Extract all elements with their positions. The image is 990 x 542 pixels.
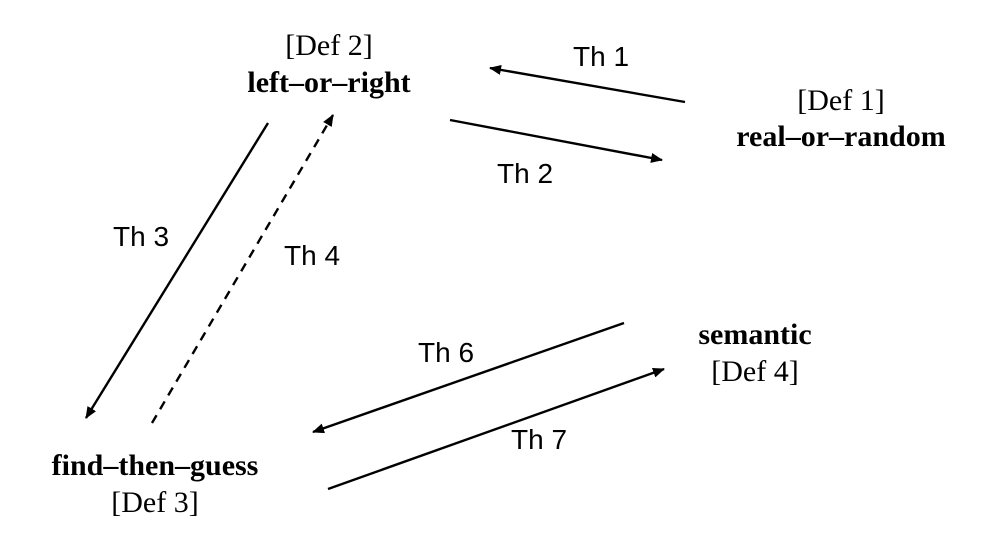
node-semantic: semantic [Def 4] [698,318,811,388]
edge-label-th3: Th 3 [113,221,169,252]
edge-th7: Th 7 [327,367,665,491]
node-name-label: find–then–guess [52,449,259,482]
edge-th1: Th 1 [489,41,686,104]
node-def-label: [Def 1] [797,84,884,117]
edge-label-th6: Th 6 [418,337,474,368]
edge-th4: Th 4 [150,114,340,424]
edge-label-th1: Th 1 [573,41,629,72]
node-name-label: real–or–random [736,120,945,153]
arrow-th6 [312,321,625,434]
node-real-or-random: [Def 1] real–or–random [736,84,945,153]
edge-label-th4: Th 4 [284,240,340,271]
edge-th6: Th 6 [312,321,625,434]
node-name-label: left–or–right [247,66,410,99]
node-def-label: [Def 2] [285,29,372,62]
edge-label-th7: Th 7 [511,424,567,455]
node-def-label: [Def 4] [711,355,798,388]
arrow-th3 [84,122,270,419]
arrow-th2 [449,118,663,163]
edge-th3: Th 3 [84,122,270,419]
node-find-then-guess: find–then–guess [Def 3] [52,449,259,519]
edge-label-th2: Th 2 [497,158,553,189]
arrow-th1 [489,64,686,104]
arrow-th7 [327,367,665,491]
edge-th2: Th 2 [449,118,663,189]
node-name-label: semantic [698,318,811,351]
arrow-th4 [150,114,335,424]
node-left-or-right: [Def 2] left–or–right [247,29,410,99]
node-def-label: [Def 3] [111,486,198,519]
